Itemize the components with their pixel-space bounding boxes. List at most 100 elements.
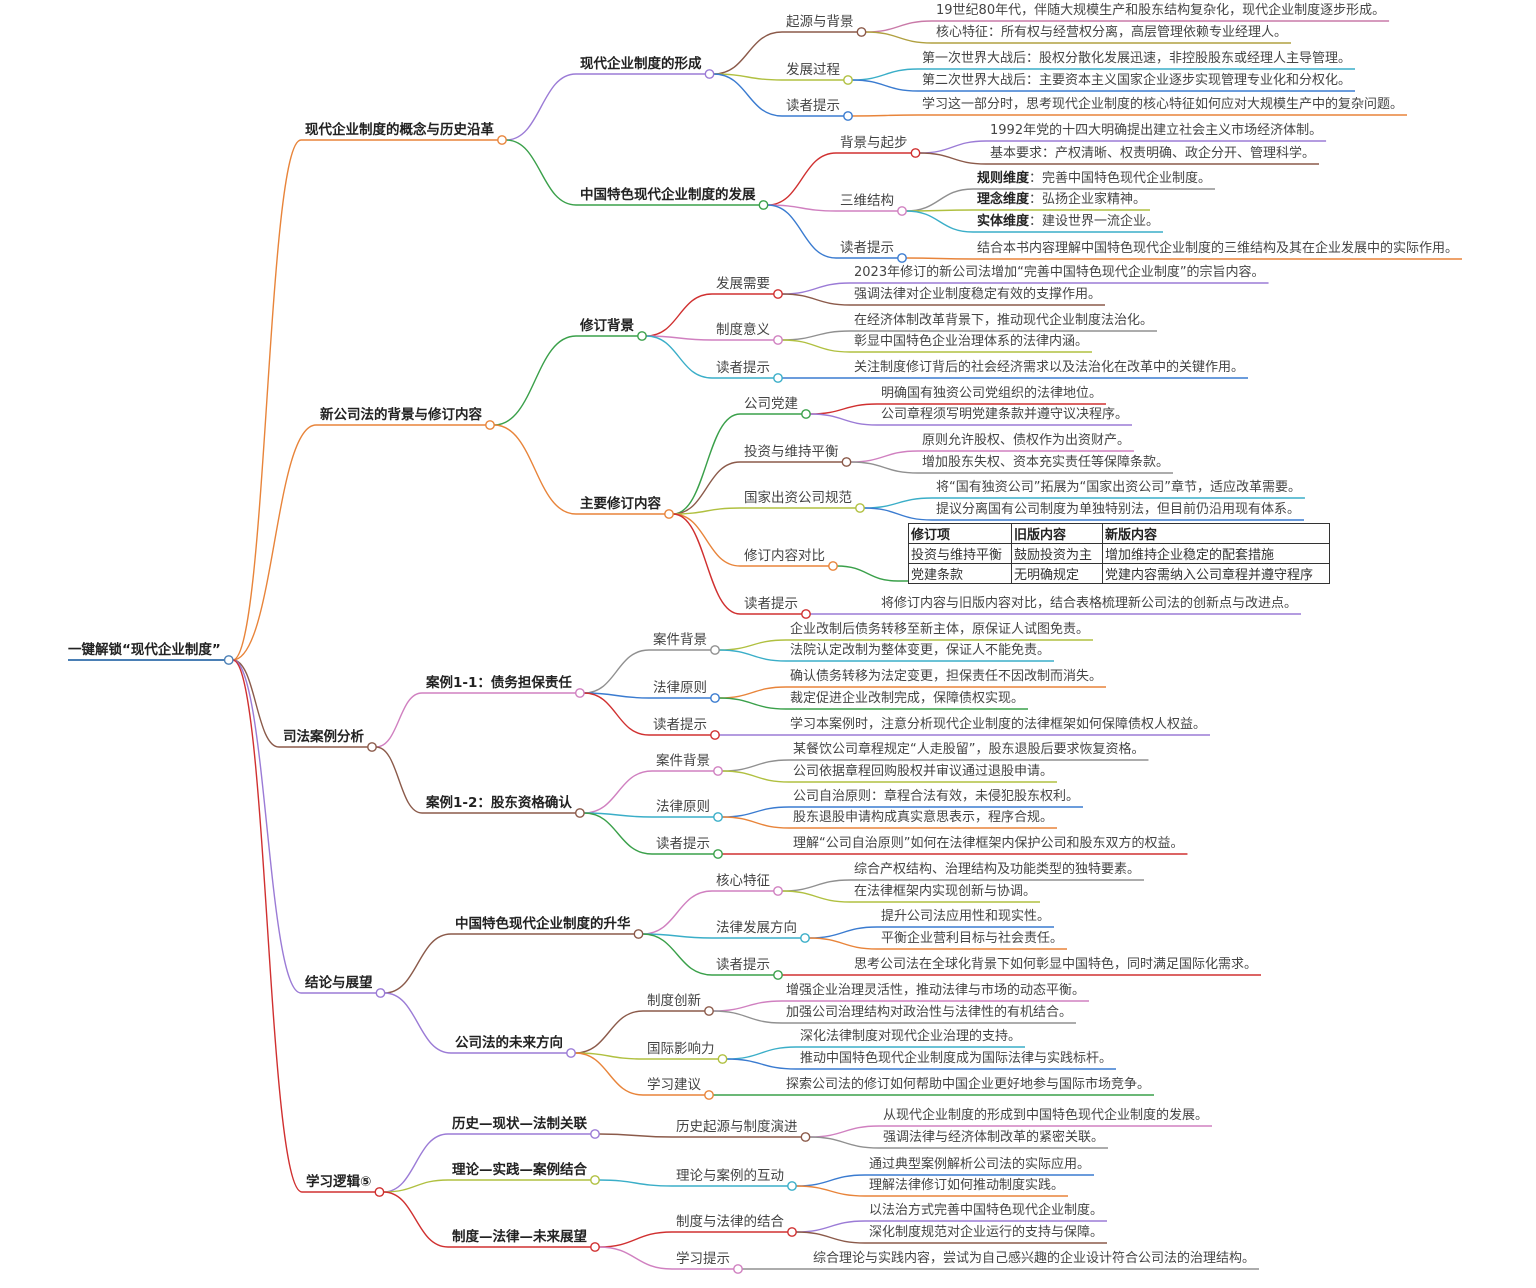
leaf-note-b2b3a[interactable]: 将“国有独资公司”拓展为“国家出资公司”章节，适应改革需要。 xyxy=(936,479,1301,497)
collapse-toggle-b4a1[interactable] xyxy=(773,886,783,896)
topic-label-b5a1[interactable]: 历史起源与制度演进 xyxy=(676,1118,798,1136)
collapse-toggle-b1a2[interactable] xyxy=(843,75,853,85)
collapse-toggle-b5a1[interactable] xyxy=(800,1132,811,1142)
subtopic-b5a[interactable]: 历史—现状—法制关联 xyxy=(452,1115,587,1133)
topic-label-b1b1[interactable]: 背景与起步 xyxy=(840,134,908,152)
leaf-note-b2b2b[interactable]: 增加股东失权、资本充实责任等保障条款。 xyxy=(922,454,1169,472)
leaf-note-b5c1a[interactable]: 以法治方式完善中国特色现代企业制度。 xyxy=(869,1202,1103,1220)
collapse-toggle-b5[interactable] xyxy=(374,1187,385,1197)
collapse-toggle-b4b1[interactable] xyxy=(704,1006,714,1016)
leaf-note-b1b3a[interactable]: 结合本书内容理解中国特色现代企业制度的三维结构及其在企业发展中的实际作用。 xyxy=(977,240,1458,258)
subtopic-b3b[interactable]: 案例1-2：股东资格确认 xyxy=(426,794,572,812)
collapse-toggle-b2a3[interactable] xyxy=(773,373,783,383)
topic-label-b5c1[interactable]: 制度与法律的结合 xyxy=(676,1213,784,1231)
leaf-note-b1b2c[interactable]: 实体维度：建设世界一流企业。 xyxy=(977,213,1159,231)
leaf-note-b2b3b[interactable]: 提议分离国有公司制度为单独特别法，但目前仍沿用现有体系。 xyxy=(936,501,1300,519)
leaf-note-b5a1b[interactable]: 强调法律与经济体制改革的紧密关联。 xyxy=(883,1129,1104,1147)
subtopic-b4a[interactable]: 中国特色现代企业制度的升华 xyxy=(455,915,631,933)
subtopic-b1a[interactable]: 现代企业制度的形成 xyxy=(580,55,702,73)
subtopic-b2b[interactable]: 主要修订内容 xyxy=(580,495,661,513)
leaf-note-b1a1b[interactable]: 核心特征：所有权与经营权分离，高层管理依赖专业经理人。 xyxy=(936,24,1287,42)
leaf-note-b3b2a[interactable]: 公司自治原则：章程合法有效，未侵犯股东权利。 xyxy=(793,788,1079,806)
collapse-toggle-b2b1[interactable] xyxy=(801,409,811,419)
leaf-note-b3a2b[interactable]: 裁定促进企业改制完成，保障债权实现。 xyxy=(790,690,1024,708)
topic-label-b3b1[interactable]: 案件背景 xyxy=(656,752,710,770)
collapse-toggle-b3[interactable] xyxy=(367,742,377,752)
collapse-toggle-b2b3[interactable] xyxy=(855,503,865,513)
subtopic-b2a[interactable]: 修订背景 xyxy=(580,317,634,335)
collapse-toggle-b2a[interactable] xyxy=(637,331,647,341)
branch-topic-b1[interactable]: 现代企业制度的概念与历史沿革 xyxy=(305,121,494,139)
collapse-toggle-b3b[interactable] xyxy=(574,808,585,818)
leaf-note-b2b5a[interactable]: 将修订内容与旧版内容对比，结合表格梳理新公司法的创新点与改进点。 xyxy=(881,595,1297,613)
leaf-note-b2a2a[interactable]: 在经济体制改革背景下，推动现代企业制度法治化。 xyxy=(854,312,1153,330)
leaf-note-b3a1a[interactable]: 企业改制后债务转移至新主体，原保证人试图免责。 xyxy=(790,621,1089,639)
leaf-note-b2a2b[interactable]: 彰显中国特色企业治理体系的法律内涵。 xyxy=(854,333,1088,351)
leaf-note-b1b1b[interactable]: 基本要求：产权清晰、权责明确、政企分开、管理科学。 xyxy=(990,145,1315,163)
collapse-toggle-root[interactable] xyxy=(223,655,234,665)
topic-label-b2a2[interactable]: 制度意义 xyxy=(716,321,770,339)
leaf-note-b4b1a[interactable]: 增强企业治理灵活性，推动法律与市场的动态平衡。 xyxy=(786,982,1085,1000)
topic-label-b2b1[interactable]: 公司党建 xyxy=(744,395,798,413)
collapse-toggle-b1a[interactable] xyxy=(704,69,715,79)
leaf-note-b1b2a[interactable]: 规则维度：完善中国特色现代企业制度。 xyxy=(977,170,1211,188)
topic-label-b1a3[interactable]: 读者提示 xyxy=(786,97,840,115)
leaf-note-b5a1a[interactable]: 从现代企业制度的形成到中国特色现代企业制度的发展。 xyxy=(883,1107,1208,1125)
topic-label-b4a3[interactable]: 读者提示 xyxy=(716,956,770,974)
collapse-toggle-b4b3[interactable] xyxy=(704,1090,714,1100)
root-topic-root[interactable]: 一键解锁“现代企业制度” xyxy=(68,641,221,659)
leaf-note-b3a3a[interactable]: 学习本案例时，注意分析现代企业制度的法律框架如何保障债权人权益。 xyxy=(790,716,1206,734)
leaf-note-b2b1a[interactable]: 明确国有独资公司党组织的法律地位。 xyxy=(881,385,1102,403)
leaf-note-b4b1b[interactable]: 加强公司治理结构对政治性与法律性的有机结合。 xyxy=(786,1004,1072,1022)
collapse-toggle-b2b2[interactable] xyxy=(841,457,852,467)
topic-label-b3a2[interactable]: 法律原则 xyxy=(653,679,707,697)
leaf-note-b3a1b[interactable]: 法院认定改制为整体变更，保证人不能免责。 xyxy=(790,642,1050,660)
leaf-note-b1a3a[interactable]: 学习这一部分时，思考现代企业制度的核心特征如何应对大规模生产中的复杂问题。 xyxy=(922,96,1403,114)
leaf-note-b1a1a[interactable]: 19世纪80年代，伴随大规模生产和股东结构复杂化，现代企业制度逐步形成。 xyxy=(936,2,1385,20)
leaf-note-b5b1b[interactable]: 理解法律修订如何推动制度实践。 xyxy=(869,1177,1064,1195)
leaf-note-b3b1b[interactable]: 公司依据章程回购股权并审议通过退股申请。 xyxy=(793,763,1053,781)
collapse-toggle-b1b2[interactable] xyxy=(897,206,907,216)
topic-label-b1b3[interactable]: 读者提示 xyxy=(840,239,894,257)
collapse-toggle-b2b5[interactable] xyxy=(801,609,811,619)
collapse-toggle-b3b2[interactable] xyxy=(713,812,723,822)
leaf-note-b4a1b[interactable]: 在法律框架内实现创新与协调。 xyxy=(854,883,1036,901)
collapse-toggle-b3b3[interactable] xyxy=(713,849,723,859)
collapse-toggle-b1[interactable] xyxy=(497,135,507,145)
topic-label-b4a1[interactable]: 核心特征 xyxy=(716,872,770,890)
leaf-note-b2a3a[interactable]: 关注制度修订背后的社会经济需求以及法治化在改革中的关键作用。 xyxy=(854,359,1244,377)
collapse-toggle-b2a2[interactable] xyxy=(773,335,783,345)
branch-topic-b2[interactable]: 新公司法的背景与修订内容 xyxy=(320,406,482,424)
branch-topic-b5[interactable]: 学习逻辑⑤ xyxy=(306,1173,371,1191)
collapse-toggle-b4[interactable] xyxy=(375,988,386,998)
branch-topic-b3[interactable]: 司法案例分析 xyxy=(283,728,364,746)
leaf-note-b1a2a[interactable]: 第一次世界大战后：股权分散化发展迅速，非控股股东或经理人主导管理。 xyxy=(922,50,1351,68)
collapse-toggle-b4b2[interactable] xyxy=(717,1054,728,1064)
collapse-toggle-b3a1[interactable] xyxy=(710,645,720,655)
collapse-toggle-b3a2[interactable] xyxy=(710,693,720,703)
topic-label-b2b2[interactable]: 投资与维持平衡 xyxy=(744,443,839,461)
leaf-note-b2a1a[interactable]: 2023年修订的新公司法增加“完善中国特色现代企业制度”的宗旨内容。 xyxy=(854,264,1265,282)
leaf-note-b3a2a[interactable]: 确认债务转移为法定变更，担保责任不因改制而消失。 xyxy=(790,668,1102,686)
topic-label-b3a1[interactable]: 案件背景 xyxy=(653,631,707,649)
topic-label-b1a1[interactable]: 起源与背景 xyxy=(786,13,854,31)
subtopic-b3a[interactable]: 案例1-1：债务担保责任 xyxy=(426,674,572,692)
topic-label-b1b2[interactable]: 三维结构 xyxy=(840,192,894,210)
subtopic-b5c[interactable]: 制度—法律—未来展望 xyxy=(452,1228,587,1246)
topic-label-b4b1[interactable]: 制度创新 xyxy=(647,992,701,1010)
leaf-note-b2a1b[interactable]: 强调法律对企业制度稳定有效的支撑作用。 xyxy=(854,286,1101,304)
topic-label-b5c2[interactable]: 学习提示 xyxy=(676,1250,730,1268)
leaf-note-b5b1a[interactable]: 通过典型案例解析公司法的实际应用。 xyxy=(869,1156,1090,1174)
collapse-toggle-b2b[interactable] xyxy=(664,509,674,519)
leaf-note-b5c1b[interactable]: 深化制度规范对企业运行的支持与保障。 xyxy=(869,1224,1103,1242)
leaf-note-b5c2a[interactable]: 综合理论与实践内容，尝试为自己感兴趣的企业设计符合公司法的治理结构。 xyxy=(813,1250,1255,1268)
leaf-note-b4a2a[interactable]: 提升公司法应用性和现实性。 xyxy=(881,908,1050,926)
collapse-toggle-b3a3[interactable] xyxy=(710,730,720,740)
collapse-toggle-b1b1[interactable] xyxy=(910,148,921,158)
leaf-note-b3b1a[interactable]: 某餐饮公司章程规定“人走股留”，股东退股后要求恢复资格。 xyxy=(793,741,1144,759)
leaf-note-b4b3a[interactable]: 探索公司法的修订如何帮助中国企业更好地参与国际市场竞争。 xyxy=(786,1076,1150,1094)
subtopic-b5b[interactable]: 理论—实践—案例结合 xyxy=(452,1161,587,1179)
collapse-toggle-b5b[interactable] xyxy=(590,1175,600,1185)
leaf-note-b4a3a[interactable]: 思考公司法在全球化背景下如何彰显中国特色，同时满足国际化需求。 xyxy=(854,956,1257,974)
topic-label-b2a1[interactable]: 发展需要 xyxy=(716,275,770,293)
